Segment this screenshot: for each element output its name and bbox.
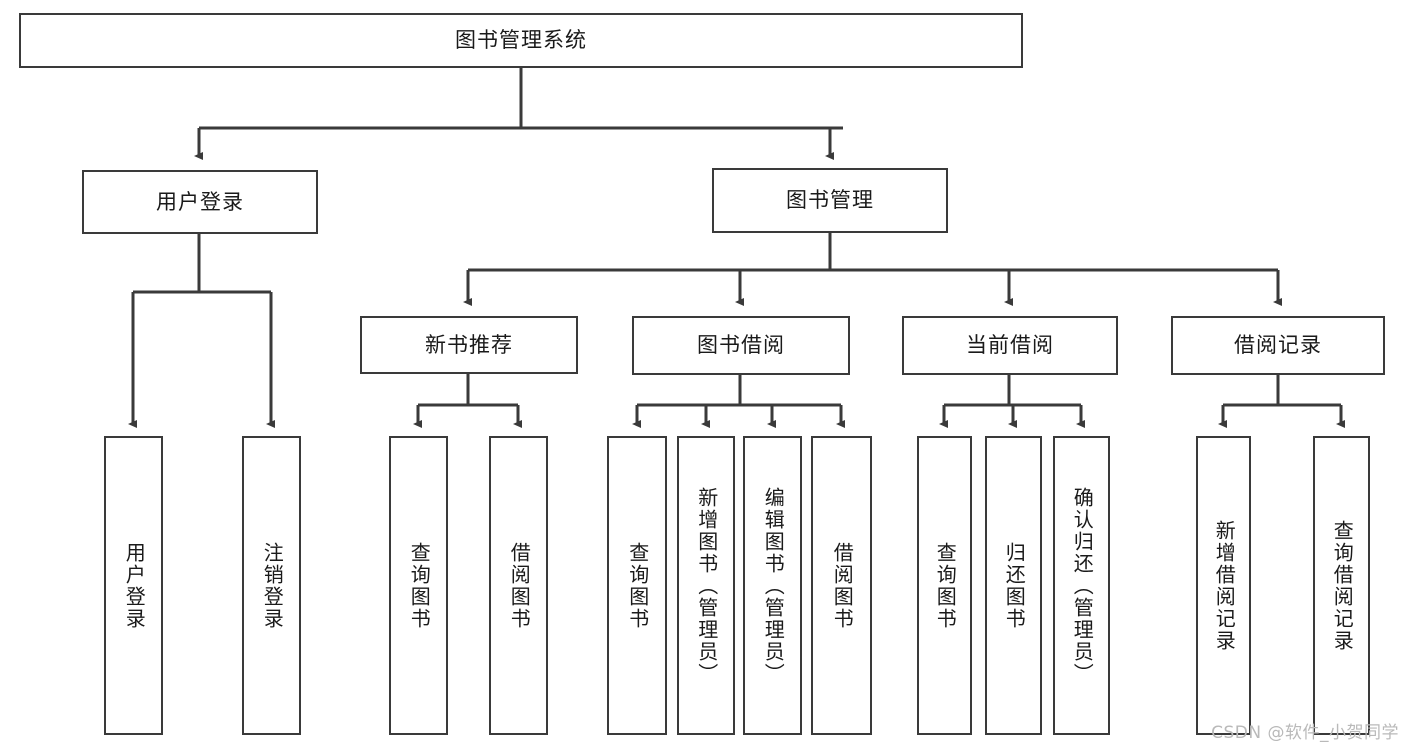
- node-new-book-recommend-label: 新书推荐: [425, 332, 513, 357]
- node-root-label: 图书管理系统: [455, 28, 587, 53]
- leaf-add-record-label: 新增借阅记录: [1212, 519, 1237, 652]
- leaf-query-book-3-label: 查询图书: [933, 541, 958, 630]
- leaf-return-book-label: 归还图书: [1002, 541, 1027, 630]
- node-current-borrow-label: 当前借阅: [966, 333, 1054, 358]
- node-root[interactable]: 图书管理系统: [19, 13, 1023, 68]
- leaf-query-record[interactable]: 查询借阅记录: [1313, 436, 1370, 735]
- leaf-confirm-return-label: 确认归还（管理员）: [1070, 486, 1095, 685]
- leaf-edit-book[interactable]: 编辑图书（管理员）: [743, 436, 802, 735]
- leaf-add-book[interactable]: 新增图书（管理员）: [677, 436, 735, 735]
- leaf-query-record-label: 查询借阅记录: [1330, 519, 1355, 652]
- leaf-query-book-3[interactable]: 查询图书: [917, 436, 972, 735]
- node-book-management-label: 图书管理: [786, 188, 874, 213]
- leaf-add-record[interactable]: 新增借阅记录: [1196, 436, 1251, 735]
- leaf-edit-book-label: 编辑图书（管理员）: [761, 486, 786, 685]
- leaf-logout-label: 注销登录: [260, 541, 285, 630]
- leaf-borrow-book-2[interactable]: 借阅图书: [811, 436, 872, 735]
- node-book-borrow[interactable]: 图书借阅: [632, 316, 850, 375]
- leaf-query-book-1[interactable]: 查询图书: [389, 436, 448, 735]
- leaf-return-book[interactable]: 归还图书: [985, 436, 1042, 735]
- leaf-borrow-book-1[interactable]: 借阅图书: [489, 436, 548, 735]
- node-borrow-records[interactable]: 借阅记录: [1171, 316, 1385, 375]
- node-user-login-label: 用户登录: [156, 189, 244, 214]
- node-user-login[interactable]: 用户登录: [82, 170, 318, 234]
- leaf-user-login-label: 用户登录: [122, 541, 147, 630]
- leaf-borrow-book-2-label: 借阅图书: [830, 541, 855, 630]
- leaf-user-login[interactable]: 用户登录: [104, 436, 163, 735]
- leaf-logout[interactable]: 注销登录: [242, 436, 301, 735]
- leaf-query-book-2-label: 查询图书: [625, 541, 650, 630]
- node-current-borrow[interactable]: 当前借阅: [902, 316, 1118, 375]
- leaf-query-book-1-label: 查询图书: [407, 541, 432, 630]
- leaf-borrow-book-1-label: 借阅图书: [507, 541, 532, 630]
- leaf-add-book-label: 新增图书（管理员）: [694, 486, 719, 685]
- leaf-confirm-return[interactable]: 确认归还（管理员）: [1053, 436, 1110, 735]
- node-book-borrow-label: 图书借阅: [697, 333, 785, 358]
- leaf-query-book-2[interactable]: 查询图书: [607, 436, 667, 735]
- node-borrow-records-label: 借阅记录: [1234, 333, 1322, 358]
- node-new-book-recommend[interactable]: 新书推荐: [360, 316, 578, 374]
- node-book-management[interactable]: 图书管理: [712, 168, 948, 233]
- watermark-text: CSDN @软件_小贺同学: [1211, 723, 1399, 743]
